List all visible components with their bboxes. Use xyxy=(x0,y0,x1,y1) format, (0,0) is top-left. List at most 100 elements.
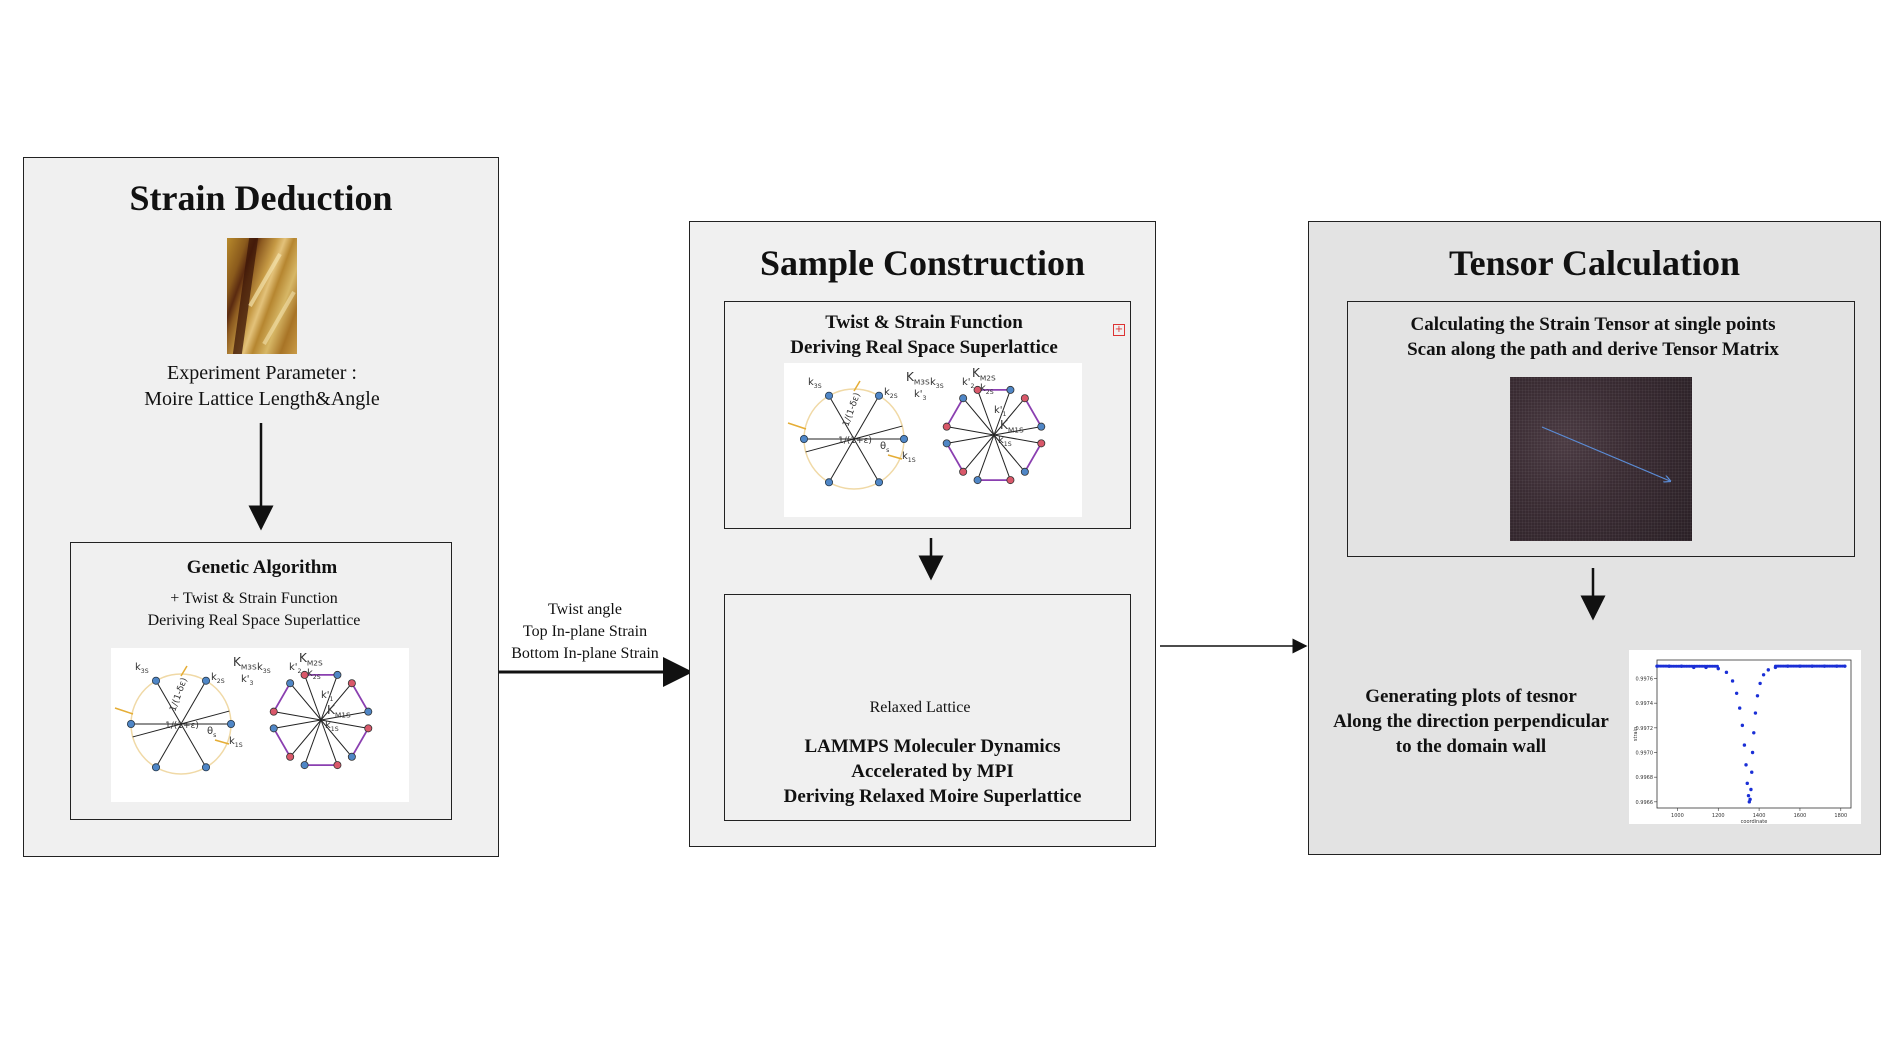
label-k1s: k1S xyxy=(229,736,243,749)
vector-line xyxy=(304,719,322,766)
label-k3s-main: k xyxy=(135,662,141,673)
label-k2s-sub: 2S xyxy=(890,393,898,400)
label-km1s-main: K xyxy=(1000,418,1009,432)
vector-line xyxy=(946,434,995,444)
lattice-node xyxy=(269,707,278,716)
data-point xyxy=(1724,670,1729,675)
lammps-line2: Accelerated by MPI xyxy=(851,761,1014,782)
purple-bond xyxy=(1024,442,1043,473)
label-k2s-right-main: k xyxy=(307,668,313,679)
data-point xyxy=(1738,706,1742,710)
lammps-text: LAMMPS Moleculer Dynamics Accelerated by… xyxy=(725,734,1140,809)
label-arc-b: 1/(1+ε) xyxy=(838,436,872,446)
vector-line xyxy=(993,397,1026,436)
purple-bond xyxy=(272,682,291,713)
label-theta-sub: s xyxy=(886,447,889,454)
label-theta-sub: s xyxy=(213,732,216,739)
vector-line xyxy=(805,438,855,453)
x-tick-label: 1400 xyxy=(1753,813,1766,819)
x-axis-label: coordinate xyxy=(1741,819,1768,824)
lattice-node xyxy=(202,763,211,772)
y-tick-label: 0.9970 xyxy=(1636,751,1654,757)
strain-tensor-box: Calculating the Strain Tensor at single … xyxy=(1347,301,1855,557)
label-kp3-sub: 3 xyxy=(923,395,927,402)
vector-line xyxy=(155,723,182,768)
label-arc-a: 1/(1-δε) xyxy=(168,677,189,713)
vector-line xyxy=(853,425,903,440)
lattice-node xyxy=(333,670,342,679)
data-point xyxy=(1716,666,1720,671)
label-k1s-sub: 1S xyxy=(235,742,243,749)
label-k3s-main: k xyxy=(808,377,814,388)
y-tick-label: 0.9968 xyxy=(1636,775,1654,781)
data-point xyxy=(1734,691,1739,695)
lattice-node xyxy=(942,422,951,431)
gen-line2: Along the direction perpendicular xyxy=(1333,711,1609,732)
vector-line xyxy=(962,397,995,436)
label-kp2-main: k' xyxy=(289,662,298,673)
label-kp1-sub: 1 xyxy=(330,696,334,703)
data-point xyxy=(1755,694,1760,698)
lattice-node xyxy=(300,761,309,770)
data-point xyxy=(1843,664,1847,668)
purple-bond xyxy=(351,727,370,758)
label-kp3: k'3 xyxy=(241,674,254,687)
label-kp1-sub: 1 xyxy=(1003,411,1007,418)
experiment-parameter-text: Experiment Parameter : Moire Lattice Len… xyxy=(24,360,500,412)
x-tick-label: 1800 xyxy=(1834,813,1847,819)
label-kp3: k'3 xyxy=(914,389,927,402)
vector-line xyxy=(962,434,995,473)
lattice-node xyxy=(364,707,373,716)
label-k3s-right: k3S xyxy=(930,377,944,390)
lattice-node xyxy=(959,467,968,476)
label-km1s-sub: M1S xyxy=(335,711,351,720)
strain-arrow xyxy=(787,422,807,430)
label-km2s: KM2S xyxy=(299,651,323,668)
lattice-node xyxy=(286,679,295,688)
vector-line xyxy=(828,395,855,440)
label-arc-b: 1/(1+ε) xyxy=(165,721,199,731)
label-k3s-right-sub: 3S xyxy=(263,668,271,675)
lattice-node xyxy=(300,670,309,679)
label-kp3-main: k' xyxy=(914,389,923,400)
label-km3s-main: K xyxy=(233,655,242,669)
purple-bond xyxy=(945,397,964,428)
label-arc-b-main: 1/(1+ε) xyxy=(838,436,872,446)
purple-bond xyxy=(945,442,964,473)
label-km1s-sub: M1S xyxy=(1008,426,1024,435)
lattice-node xyxy=(799,435,808,444)
vector-line xyxy=(853,395,880,440)
lammps-line3: Deriving Relaxed Moire Superlattice xyxy=(783,786,1082,807)
label-km1s-main: K xyxy=(327,703,336,717)
data-point xyxy=(1655,664,1659,668)
ga-line2: Deriving Real Space Superlattice xyxy=(147,612,361,629)
label-k3s-right-main: k xyxy=(257,662,263,673)
expand-icon[interactable]: + xyxy=(1113,324,1125,336)
data-point xyxy=(1750,750,1755,755)
label-k1s-right: k1S xyxy=(998,435,1012,448)
vector-line xyxy=(320,711,369,721)
label-k2s-right: k2S xyxy=(980,383,994,396)
vector-line xyxy=(320,719,369,729)
vector-line xyxy=(289,682,322,721)
vector-line xyxy=(289,719,322,758)
gen-line3: to the domain wall xyxy=(1395,736,1547,757)
label-kp1: k'1 xyxy=(994,405,1007,418)
label-kp2: k'2 xyxy=(289,662,302,675)
lattice-node xyxy=(227,720,236,729)
label-k1s: k1S xyxy=(902,451,916,464)
vector-line xyxy=(853,438,880,483)
label-k1s-right-main: k xyxy=(998,435,1004,446)
lattice-node xyxy=(152,676,161,685)
label-k1s-main: k xyxy=(229,736,235,747)
vector-line xyxy=(304,674,322,721)
lattice-node xyxy=(347,679,356,688)
label-k1s-sub: 1S xyxy=(908,457,916,464)
data-point xyxy=(1749,787,1753,792)
connector-label: Twist angle Top In-plane Strain Bottom I… xyxy=(490,599,680,665)
vector-line xyxy=(273,711,322,721)
ga-title: Genetic Algorithm xyxy=(186,557,338,578)
data-point xyxy=(1798,664,1802,668)
label-kp2-main: k' xyxy=(962,377,971,388)
